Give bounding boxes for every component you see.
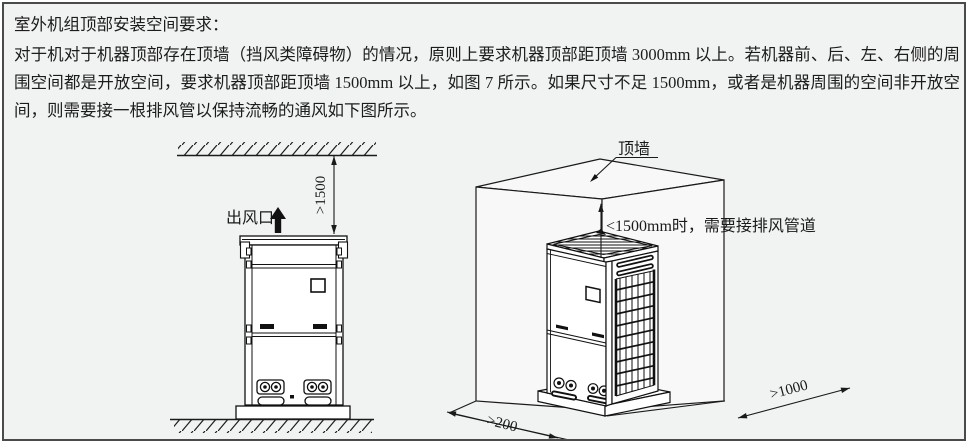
side-clearance-label: >1000 — [768, 377, 809, 402]
isometric-room-diagram: 顶墙 — [446, 140, 851, 439]
unit-top-cap — [239, 235, 348, 246]
unit-side-grille-face — [611, 250, 659, 405]
ceiling-hatch — [177, 142, 377, 157]
arrow-up-icon — [331, 156, 337, 165]
installation-diagrams: >1500 出风口 — [170, 140, 851, 439]
air-outlet-arrow-icon — [270, 207, 286, 233]
side-grille-mesh — [614, 269, 656, 397]
arrow-icon — [738, 413, 748, 419]
arrow-icon — [447, 411, 457, 417]
front-view-diagram: >1500 出风口 — [170, 142, 377, 433]
top-clearance-dimension: >1500 — [313, 156, 337, 234]
front-clearance-dimension: >200 — [446, 411, 559, 439]
top-clearance-label: >1500 — [313, 176, 329, 214]
arrow-up-icon — [598, 203, 604, 212]
nameplate — [310, 278, 326, 293]
outdoor-unit-iso-view — [546, 228, 659, 407]
handle-slot — [313, 324, 327, 329]
ground-hatch — [170, 418, 374, 433]
front-clearance-label: >200 — [485, 413, 519, 436]
side-clearance-dimension: >1000 — [737, 377, 851, 419]
arrow-icon — [840, 387, 850, 393]
nameplate — [585, 285, 601, 304]
leader-arrow-icon — [590, 174, 599, 182]
unit-base-pedestal — [235, 405, 351, 420]
outdoor-unit-front-view — [235, 235, 351, 420]
duct-note-label: <1500mm时，需要接排风管道 — [606, 217, 816, 235]
page-title: 室外机组顶部安装空间要求： — [14, 15, 229, 34]
arrow-icon — [548, 433, 558, 439]
service-valves — [256, 379, 332, 406]
ceiling-wall-callout: 顶墙 — [590, 140, 658, 182]
handle-slot — [556, 324, 568, 331]
ceiling-wall-label: 顶墙 — [618, 140, 650, 158]
text-block: 室外机组顶部安装空间要求： 对于机对于机器顶部存在顶墙（挡风类障碍物）的情况，原… — [14, 11, 960, 125]
air-outlet-label: 出风口 — [226, 209, 274, 227]
side-vent-slots — [616, 254, 654, 277]
duct-note-callout: <1500mm时，需要接排风管道 — [598, 203, 816, 258]
handle-slot — [260, 324, 274, 329]
handle-slot — [592, 332, 604, 339]
arrow-down-icon — [331, 225, 337, 234]
body-paragraph: 对于机对于机器顶部存在顶墙（挡风类障碍物）的情况，原则上要求机器顶部距顶墙 30… — [14, 45, 960, 120]
